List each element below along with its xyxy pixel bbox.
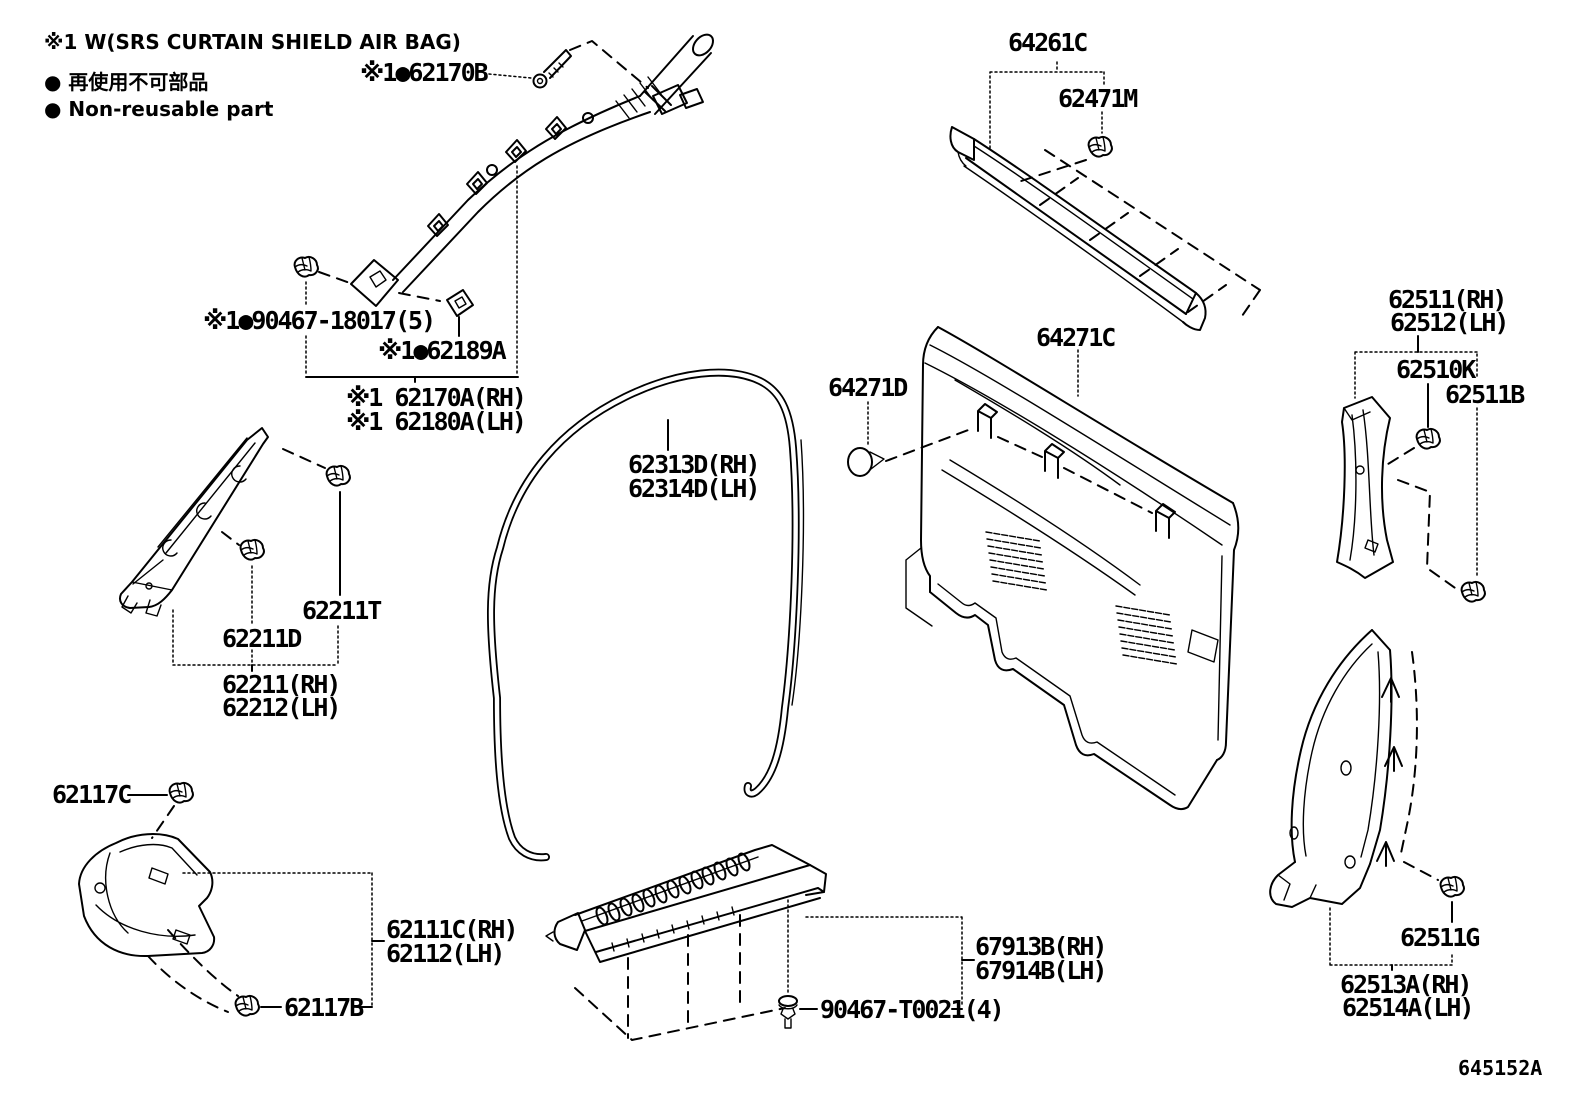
part-label-windshield-pillar-garnish-rh[interactable]: 62211(RH) [222, 670, 341, 699]
quarter-pillar-garnish-drawing [1269, 629, 1465, 971]
part-label-quarter-trim-clip[interactable]: 62511G [1400, 923, 1480, 952]
part-label-windshield-pillar-clip-upper[interactable]: 62211T [302, 596, 382, 625]
door-weatherstrip-drawing [486, 368, 805, 862]
part-label-door-scuff-rh[interactable]: 67913B(RH) [975, 932, 1108, 961]
part-label-cowl-side-trim-rh[interactable]: 62111C(RH) [386, 915, 519, 944]
part-label-curtain-airbag-rh[interactable]: ※1 62170A(RH) [346, 383, 527, 412]
pin-clip-icon [778, 995, 798, 1029]
center-pillar-garnish-drawing [1336, 335, 1486, 603]
part-label-windshield-pillar-clip-lower[interactable]: 62211D [222, 624, 302, 653]
legend-nonreusable-en: ● Non-reusable part [44, 97, 274, 121]
part-label-cowl-trim-clip-upper[interactable]: 62117C [52, 780, 132, 809]
part-label-weatherstrip-rh[interactable]: 62313D(RH) [628, 450, 761, 479]
part-label-weatherstrip-lh[interactable]: 62314D(LH) [628, 474, 761, 503]
back-panel-trim-drawing [847, 326, 1240, 811]
part-label-quarter-garnish-rh[interactable]: 62513A(RH) [1340, 970, 1473, 999]
rear-sill-scuff-drawing [949, 61, 1261, 331]
legend-airbag-note: ※1 W(SRS CURTAIN SHIELD AIR BAG) [44, 30, 461, 54]
part-label-center-pillar-clip-lower[interactable]: 62511B [1445, 380, 1525, 409]
part-label-windshield-pillar-garnish-lh[interactable]: 62212(LH) [222, 693, 341, 722]
part-label-curtain-airbag-bracket[interactable]: ※1●62189A [378, 336, 507, 365]
part-label-center-pillar-rh[interactable]: 62511(RH) [1388, 285, 1507, 314]
part-label-back-panel-grommet[interactable]: 64271D [828, 373, 908, 402]
curtain-airbag-drawing [293, 33, 714, 383]
legend-nonreusable-jp: ● 再使用不可部品 [44, 70, 209, 94]
cowl-side-trim-drawing [78, 781, 385, 1017]
part-label-center-pillar-lh[interactable]: 62512(LH) [1390, 308, 1509, 337]
part-label-rear-sill-clip[interactable]: 62471M [1058, 84, 1138, 113]
part-label-rear-sill-scuff[interactable]: 64261C [1008, 28, 1088, 57]
part-label-cowl-side-trim-lh[interactable]: 62112(LH) [386, 939, 505, 968]
part-label-quarter-garnish-lh[interactable]: 62514A(LH) [1342, 993, 1475, 1022]
part-label-scuff-plate-clip[interactable]: 90467-T0021(4) [820, 995, 1005, 1024]
part-label-door-scuff-lh[interactable]: 67914B(LH) [975, 956, 1108, 985]
part-label-curtain-airbag-screw[interactable]: ※1●62170B [360, 58, 489, 87]
grommet-icon [847, 447, 885, 477]
diagram-code: 645152A [1458, 1056, 1543, 1080]
part-label-curtain-airbag-clip[interactable]: ※1●90467-18017(5) [203, 306, 436, 335]
part-label-back-panel-trim[interactable]: 64271C [1036, 323, 1116, 352]
part-label-curtain-airbag-lh[interactable]: ※1 62180A(LH) [346, 407, 527, 436]
part-label-cowl-trim-clip-lower[interactable]: 62117B [284, 993, 364, 1022]
door-scuff-plate-drawing [545, 844, 975, 1041]
windshield-pillar-garnish-drawing [119, 427, 351, 672]
part-label-center-pillar-clip[interactable]: 62510K [1396, 355, 1476, 384]
screw-icon [532, 49, 572, 89]
